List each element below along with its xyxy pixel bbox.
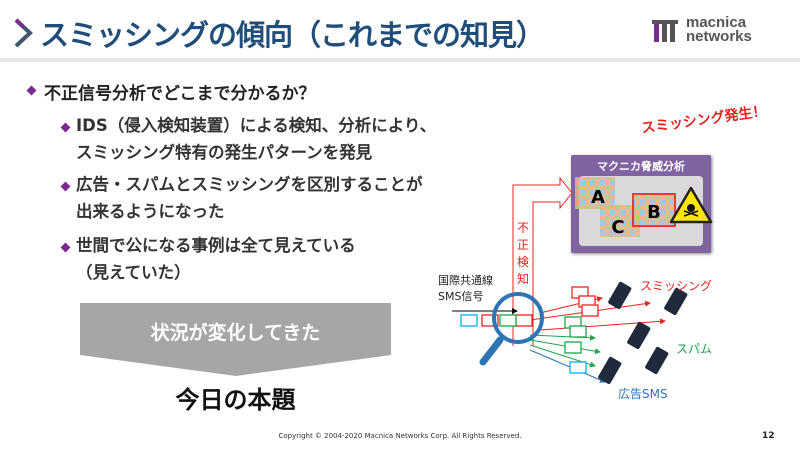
phone-icon [598, 281, 688, 385]
header-divider [0, 58, 800, 62]
sub-bullet-line: スミッシング特有の発生パターンを発見 [76, 143, 373, 162]
detect-arrow [512, 176, 573, 346]
svg-text:不: 不 [517, 221, 529, 235]
warning-skull-icon [669, 186, 713, 224]
alert-text: スミッシング発生！ [640, 103, 768, 137]
spam-label: スパム [676, 342, 712, 356]
threat-analysis-box: マクニカ脅威分析 [571, 155, 711, 253]
logo-text-1: macnica [686, 14, 747, 31]
page-title: スミッシングの傾向（これまでの知見） [40, 18, 545, 52]
input-label: 国際共通線 [438, 273, 493, 287]
smishing-label: スミッシング [640, 279, 712, 293]
cluster-a [575, 177, 615, 209]
logo-text-2: networks [686, 28, 752, 45]
sub-bullet-line: （見えていた） [76, 263, 191, 282]
magnifier-icon [479, 292, 544, 366]
copyright: Copyright © 2004-2020 Macnica Networks C… [278, 432, 522, 440]
ad-sms-label: 広告SMS [618, 387, 668, 401]
cluster-label: A [591, 187, 605, 208]
svg-text:正: 正 [517, 238, 529, 252]
sub-bullet-3: 世間で公になる事例は全て見えている （見えていた） [76, 232, 356, 286]
page-number: 12 [762, 431, 775, 441]
svg-text:検: 検 [517, 255, 529, 269]
sub-bullet-line: 広告・スパムとスミッシングを区別することが [76, 175, 423, 194]
svg-text:知: 知 [517, 272, 529, 286]
bullet-icon [60, 122, 71, 133]
cluster-label: C [611, 217, 624, 238]
sub-bullet-line: 世間で公になる事例は全て見えている [76, 236, 356, 255]
title-chevron-icon [10, 16, 36, 54]
bullet-icon [26, 85, 37, 96]
cluster-b [632, 193, 676, 227]
logo-mark-icon [652, 20, 678, 42]
topic-heading: 今日の本題 [175, 386, 296, 414]
sub-bullet-1: IDS（侵入検知装置）による検知、分析により、スミッシング特有の発生パターンを発… [76, 112, 436, 166]
threat-box-title: マクニカ脅威分析 [597, 160, 685, 173]
sub-bullet-line: 出来るようになった [76, 202, 225, 221]
cluster-label: B [647, 202, 661, 223]
bullet-icon [60, 242, 71, 253]
main-bullet: 不正信号分析でどこまで分かるか？ [44, 84, 316, 104]
sub-bullet-2: 広告・スパムとスミッシングを区別することが出来るようになった [76, 171, 423, 225]
bullet-icon [60, 181, 71, 192]
banner-arrow-shape [80, 303, 391, 376]
banner-text: 状況が変化してきた [150, 322, 321, 344]
sub-bullet-line: IDS（侵入検知装置）による検知、分析により、 [76, 116, 437, 135]
input-label: SMS信号 [438, 290, 483, 303]
